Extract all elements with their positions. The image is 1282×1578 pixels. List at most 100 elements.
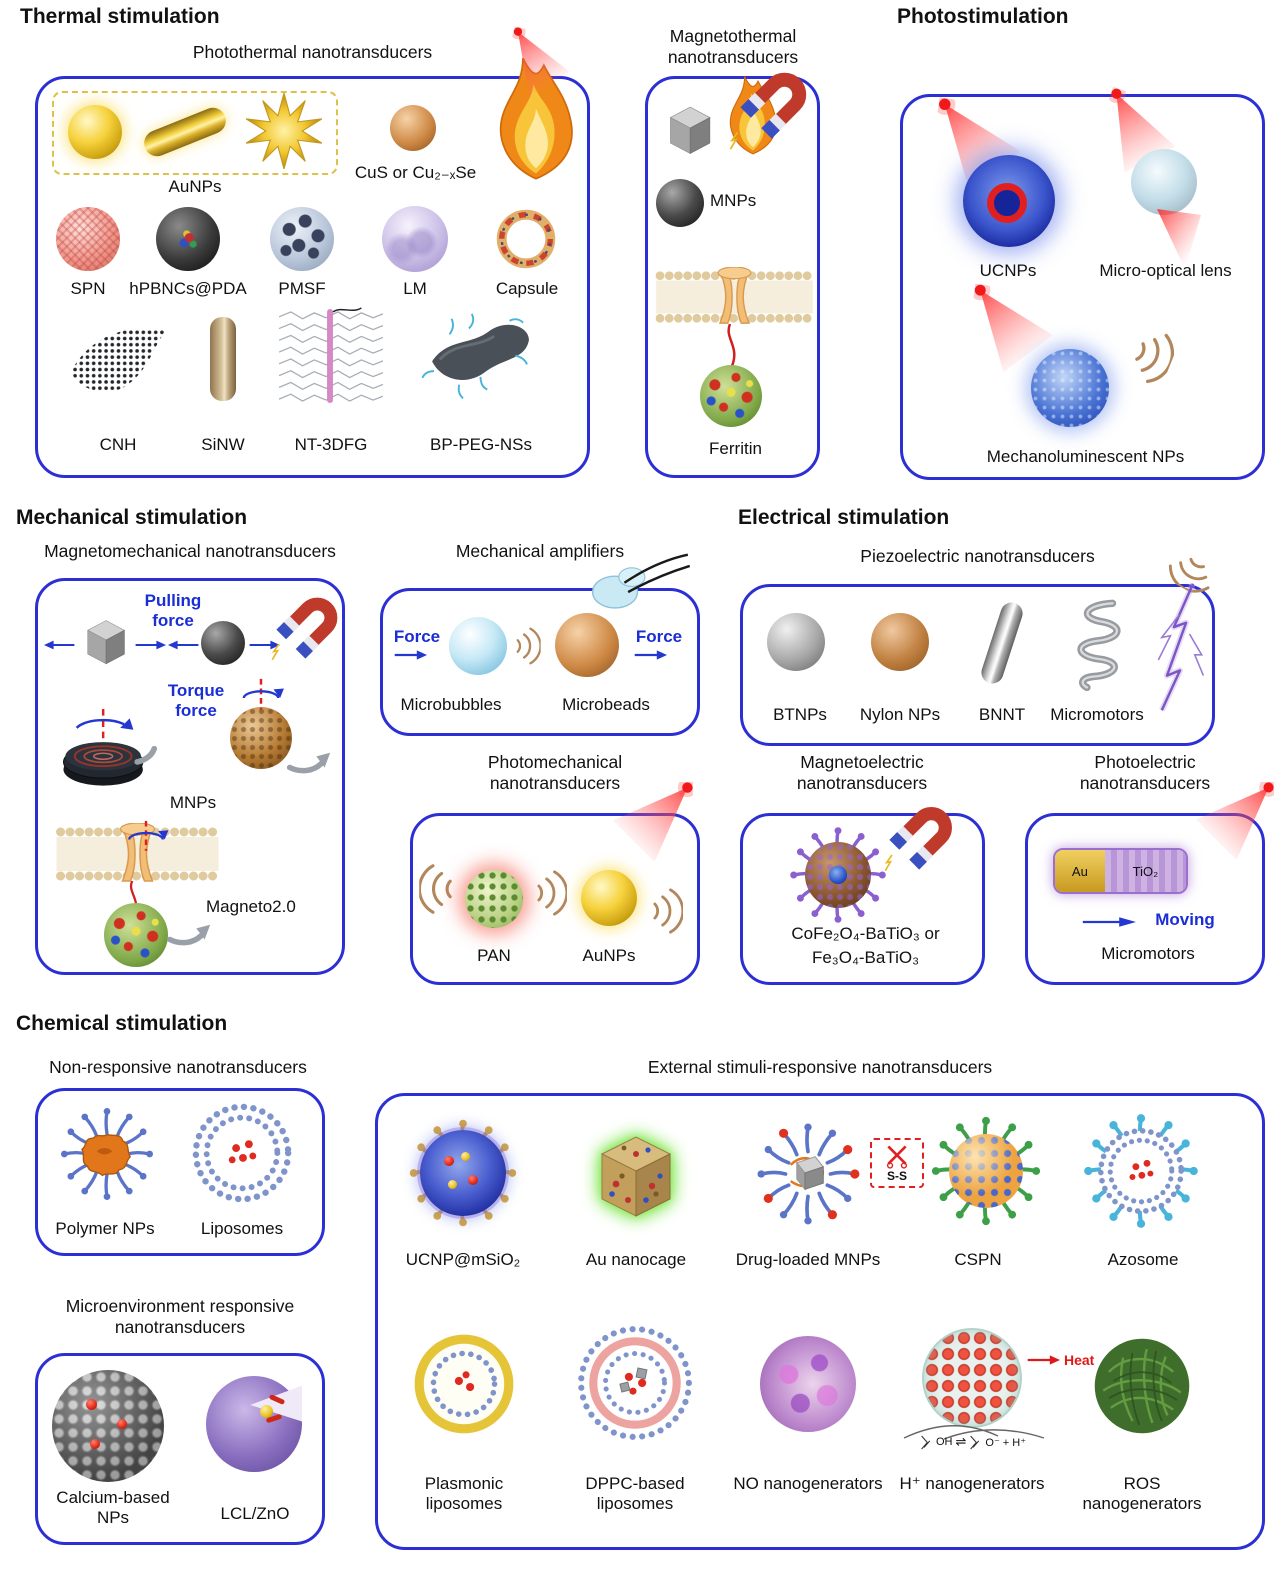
- caption-magnetoelectric: Magnetoelectric nanotransducers: [796, 752, 928, 794]
- dppc-liposome-icon: [574, 1322, 696, 1444]
- au-tio2-micromotor-icon: Au TiO₂: [1053, 848, 1188, 894]
- spark-icon: [728, 131, 744, 153]
- label-aunps: AuNPs: [168, 177, 222, 196]
- label-ucnps: UCNPs: [979, 261, 1037, 280]
- caption-photothermal: Photothermal nanotransducers: [192, 42, 433, 62]
- panel-photostimulation: UCNPs Micro-optical lens Mechanoluminesc…: [900, 94, 1265, 480]
- ucnp-core-icon: [986, 182, 1028, 224]
- label-btnps: BTNPs: [773, 705, 827, 724]
- no-nanogenerator-icon: [760, 1336, 856, 1432]
- label-au-nanocage: Au nanocage: [585, 1250, 687, 1269]
- label-magnetoelectric-line1: CoFe₂O₄-BaTiO₃ or: [791, 924, 940, 943]
- magnetic-cube-icon: [78, 613, 132, 672]
- label-force-right: Force: [635, 627, 683, 646]
- panel-nonresponsive: Polymer NPs Liposomes: [35, 1088, 325, 1256]
- liposome-icon: [188, 1099, 296, 1207]
- label-force-left: Force: [393, 627, 441, 646]
- section-title-chemical: Chemical stimulation: [16, 1012, 228, 1035]
- section-title-electrical: Electrical stimulation: [738, 506, 950, 529]
- heat-indicator: Heat: [1026, 1352, 1094, 1368]
- spark-icon: [883, 854, 898, 874]
- label-ferritin: Ferritin: [709, 439, 762, 458]
- label-drug-loaded-mnps: Drug-loaded MNPs: [735, 1250, 881, 1269]
- sound-waves-icon: [511, 623, 541, 669]
- label-bnnt: BNNT: [978, 705, 1026, 724]
- label-spn: SPN: [70, 279, 106, 298]
- label-ros-nanogen: ROS nanogenerators: [1082, 1474, 1202, 1514]
- pull-arrow-left-icon: [44, 639, 76, 651]
- spark-icon: [270, 643, 285, 663]
- mechanoluminescent-sphere-icon: [1031, 349, 1109, 427]
- spn-icon: [56, 207, 120, 271]
- label-microbeads: Microbeads: [562, 695, 650, 714]
- label-lens: Micro-optical lens: [1099, 261, 1232, 280]
- payload-dot: [461, 1152, 471, 1162]
- panel-mechanical-amplifiers: Force Force Microbubbles Microbeads: [380, 588, 700, 736]
- redox-cleavage-box: S-S: [870, 1138, 924, 1188]
- carboxyl-bond-icon: [920, 1435, 933, 1450]
- panel-microenvironment: Calcium-based NPs LCL/ZnO: [35, 1353, 325, 1545]
- mnp-sphere-icon: [656, 179, 704, 227]
- au-nanocage-icon: [586, 1124, 686, 1229]
- calcium-ion-dot: [116, 1419, 127, 1430]
- carboxyl-bond-icon: [969, 1435, 982, 1450]
- panel-magnetomechanical: Pulling force Torque force MNPs Magneto2…: [35, 578, 345, 975]
- label-pmsf: PMSF: [278, 279, 326, 298]
- formula-plus-h: + H⁺: [1002, 1436, 1026, 1449]
- drug-loaded-mnp-icon: [752, 1118, 864, 1230]
- formula-oh: OH: [935, 1436, 953, 1448]
- label-sinw: SiNW: [201, 435, 245, 454]
- mnp-sphere-icon: [201, 621, 245, 665]
- sound-waves-icon: [1118, 317, 1184, 395]
- payload-dot: [468, 1174, 479, 1185]
- label-magnetoelectric-line2: Fe₃O₄-BaTiO₃: [811, 948, 920, 967]
- pull-arrow-left-icon: [168, 639, 200, 651]
- caption-mechanical-amplifiers: Mechanical amplifiers: [455, 541, 625, 561]
- microbubble-icon: [449, 617, 507, 675]
- label-capsule: Capsule: [495, 279, 559, 298]
- gold-nanosphere-icon: [581, 870, 637, 926]
- sinw-icon: [210, 317, 236, 401]
- bp-peg-ns-icon: [420, 313, 542, 405]
- panel-external-responsive: S-S UCNP@mSiO₂ Au nanocage Drug-loaded M…: [375, 1093, 1265, 1550]
- zno-dot: [259, 1404, 273, 1418]
- capsule-icon: [490, 203, 562, 275]
- focused-beam-icon: [1157, 209, 1201, 269]
- polymer-np-icon: [56, 1103, 158, 1205]
- scissors-icon: [884, 1143, 910, 1169]
- sound-waves-icon: [531, 864, 567, 922]
- micro-optical-lens-icon: [1131, 149, 1197, 215]
- gold-nanostar-icon: [246, 93, 322, 169]
- cnh-icon: [66, 317, 171, 403]
- label-mnps: MNPs: [169, 793, 217, 812]
- hplus-formula: OH ⇌ O⁻ + H⁺: [893, 1434, 1053, 1450]
- magneto-sphere-icon: [104, 903, 168, 967]
- label-no-nanogen: NO nanogenerators: [733, 1474, 883, 1493]
- label-liposomes: Liposomes: [200, 1219, 284, 1238]
- label-polymer-nps: Polymer NPs: [55, 1219, 155, 1238]
- h-nanogenerator-icon: [922, 1328, 1022, 1428]
- panel-magnetoelectric: CoFe₂O₄-BaTiO₃ or Fe₃O₄-BaTiO₃: [740, 813, 985, 985]
- nylon-np-icon: [871, 613, 929, 671]
- cspn-icon: [949, 1134, 1023, 1208]
- label-nylon: Nylon NPs: [859, 705, 941, 724]
- moving-arrow-icon: [1080, 916, 1136, 928]
- ucnp-msio2-icon: [420, 1130, 506, 1216]
- heat-arrow-icon: [1026, 1354, 1060, 1366]
- bnnt-icon: [978, 599, 1026, 687]
- label-bppeg: BP-PEG-NSs: [429, 435, 533, 454]
- pull-arrow-right-icon: [134, 639, 166, 651]
- formula-o-minus: O⁻: [985, 1436, 1000, 1449]
- label-azosome: Azosome: [1107, 1250, 1179, 1269]
- label-microbubbles: Microbubbles: [400, 695, 502, 714]
- panel-photothermal: AuNPs CuS or Cu₂₋ₓSe SPN hPBNCs@PDA PMSF…: [35, 76, 590, 478]
- label-ss-bond: S-S: [886, 1169, 907, 1183]
- ferritin-sphere-icon: [700, 365, 762, 427]
- label-cnh: CNH: [99, 435, 137, 454]
- microbead-icon: [555, 613, 619, 677]
- sound-waves-icon: [647, 882, 683, 940]
- label-h-nanogen: H⁺ nanogenerators: [899, 1474, 1045, 1493]
- label-calcium: Calcium-based NPs: [56, 1488, 170, 1528]
- label-cspn: CSPN: [954, 1250, 1002, 1269]
